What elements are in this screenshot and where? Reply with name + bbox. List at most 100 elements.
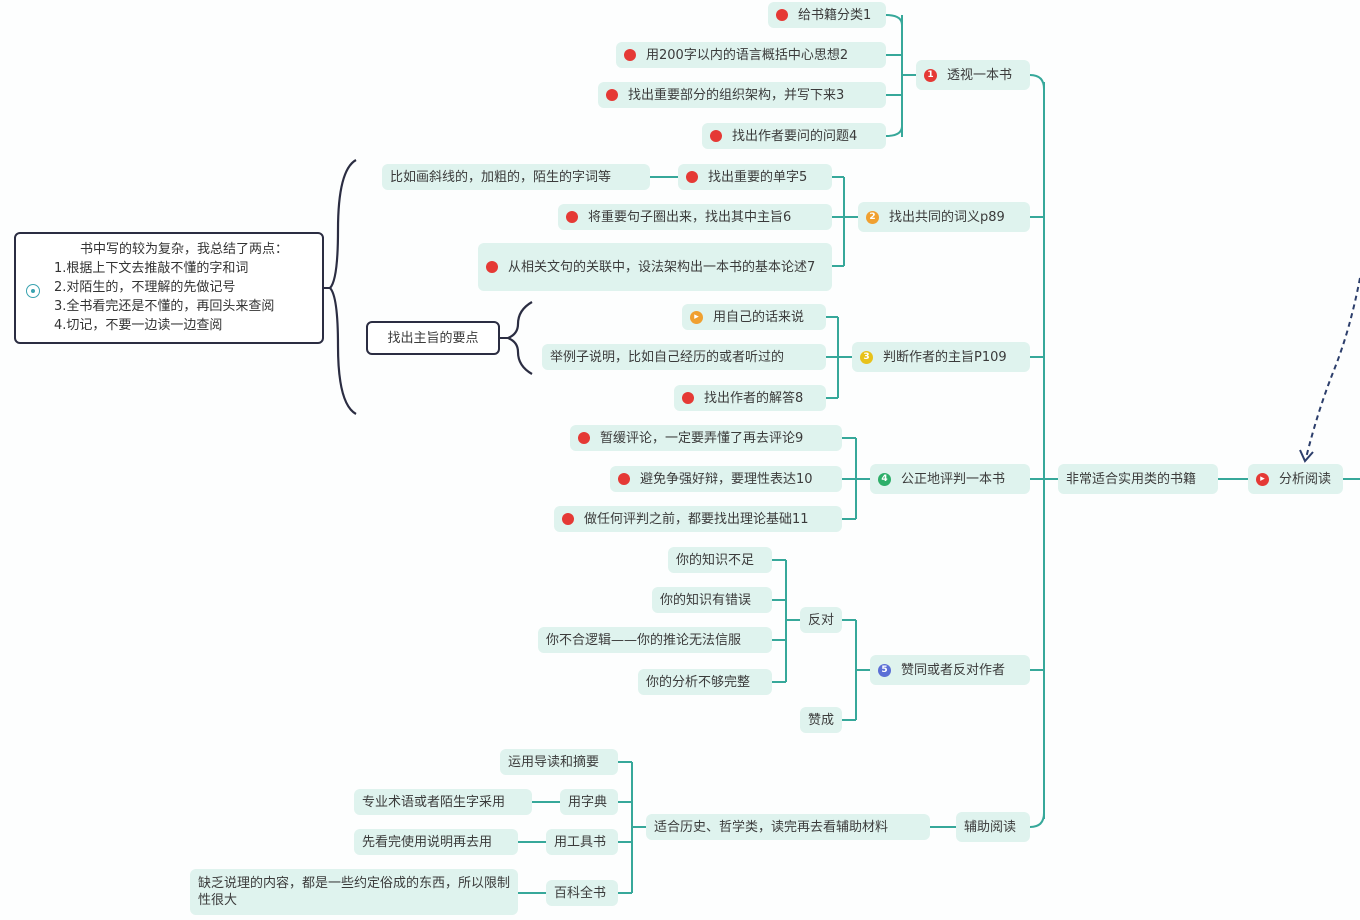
branch-1-label: 透视一本书 bbox=[947, 67, 1013, 83]
branch-2-label: 找出共同的词义p89 bbox=[889, 209, 1005, 225]
leaf-node[interactable]: 用字典 bbox=[560, 789, 618, 815]
leaf-label: 暂缓评论，一定要弄懂了再去评论9 bbox=[600, 430, 804, 446]
leaf-node[interactable]: 用工具书 bbox=[546, 829, 618, 855]
leaf-node[interactable]: 举例子说明，比如自己经历的或者听过的 bbox=[542, 344, 826, 370]
hub-label: 非常适合实用类的书籍 bbox=[1066, 471, 1197, 487]
note-bullet-icon bbox=[26, 284, 40, 298]
note-node[interactable]: 缺乏说理的内容，都是一些约定俗成的东西，所以限制性很大 bbox=[190, 869, 518, 915]
red-dot-icon bbox=[606, 89, 618, 101]
leaf-node[interactable]: ▸ 用自己的话来说 bbox=[682, 304, 826, 330]
branch-6-node[interactable]: 辅助阅读 bbox=[956, 812, 1030, 842]
red-dot-icon bbox=[776, 9, 788, 21]
leaf-node[interactable]: 你的知识有错误 bbox=[652, 587, 772, 613]
red-dot-icon bbox=[578, 432, 590, 444]
note-line: 书中写的较为复杂，我总结了两点： bbox=[80, 242, 289, 257]
number-3-icon: 3 bbox=[860, 350, 873, 364]
branch-3-label: 判断作者的主旨P109 bbox=[883, 349, 1007, 365]
branch-6-label: 辅助阅读 bbox=[964, 819, 1017, 835]
leaf-node[interactable]: 找出作者的解答8 bbox=[674, 385, 826, 411]
oppose-label: 反对 bbox=[808, 612, 835, 628]
leaf-label: 你的分析不够完整 bbox=[646, 674, 751, 690]
leaf-node[interactable]: 做任何评判之前，都要找出理论基础11 bbox=[554, 506, 842, 532]
leaf-node[interactable]: 你的知识不足 bbox=[668, 547, 772, 573]
leaf-node[interactable]: 你的分析不够完整 bbox=[638, 669, 772, 695]
leaf-label: 百科全书 bbox=[554, 885, 607, 901]
hub-node[interactable]: 非常适合实用类的书籍 bbox=[1058, 464, 1218, 494]
flag-icon: ▸ bbox=[690, 310, 703, 324]
branch-4-label: 公正地评判一本书 bbox=[901, 471, 1006, 487]
leaf-label: 做任何评判之前，都要找出理论基础11 bbox=[584, 511, 809, 527]
leaf-label: 避免争强好辩，要理性表达10 bbox=[640, 471, 813, 487]
leaf-label: 运用导读和摘要 bbox=[508, 754, 600, 770]
red-dot-icon bbox=[682, 392, 694, 404]
leaf-node[interactable]: 避免争强好辩，要理性表达10 bbox=[610, 466, 842, 492]
red-dot-icon bbox=[486, 261, 498, 273]
key-points-label: 找出主旨的要点 bbox=[387, 330, 479, 346]
leaf-label: 找出作者要问的问题4 bbox=[732, 128, 858, 144]
note-label: 专业术语或者陌生字采用 bbox=[362, 794, 506, 810]
branch-4-node[interactable]: 4 公正地评判一本书 bbox=[870, 464, 1030, 494]
leaf-label: 你不合逻辑——你的推论无法信服 bbox=[546, 632, 742, 648]
summary-note[interactable]: 书中写的较为复杂，我总结了两点： 1.根据上下文去推敲不懂的字和词 2.对陌生的… bbox=[14, 232, 324, 344]
agree-label: 赞成 bbox=[808, 712, 835, 728]
oppose-node[interactable]: 反对 bbox=[800, 607, 842, 633]
leaf-node[interactable]: 从相关文句的关联中，设法架构出一本书的基本论述7 bbox=[478, 243, 832, 291]
root-label: 分析阅读 bbox=[1279, 471, 1332, 487]
red-dot-icon bbox=[562, 513, 574, 525]
red-dot-icon bbox=[566, 211, 578, 223]
red-dot-icon bbox=[618, 473, 630, 485]
red-dot-icon bbox=[686, 171, 698, 183]
leaf-label: 用字典 bbox=[568, 794, 608, 810]
key-points-node[interactable]: 找出主旨的要点 bbox=[366, 321, 500, 355]
number-5-icon: 5 bbox=[878, 663, 891, 677]
note-line: 3.全书看完还是不懂的，再回头来查阅 bbox=[54, 299, 275, 314]
leaf-node[interactable]: 将重要句子圈出来，找出其中主旨6 bbox=[558, 204, 832, 230]
leaf-node[interactable]: 百科全书 bbox=[546, 880, 618, 906]
leaf-label: 给书籍分类1 bbox=[798, 7, 872, 23]
root-marker-icon: ▸ bbox=[1256, 472, 1269, 486]
note-line: 2.对陌生的，不理解的先做记号 bbox=[54, 280, 236, 295]
branch-2-node[interactable]: 2 找出共同的词义p89 bbox=[858, 202, 1030, 232]
leaf-label: 找出作者的解答8 bbox=[704, 390, 804, 406]
leaf-node[interactable]: 运用导读和摘要 bbox=[500, 749, 618, 775]
leaf-label: 将重要句子圈出来，找出其中主旨6 bbox=[588, 209, 792, 225]
note-label: 先看完使用说明再去用 bbox=[362, 834, 493, 850]
root-node[interactable]: ▸ 分析阅读 bbox=[1248, 464, 1343, 494]
note-node[interactable]: 专业术语或者陌生字采用 bbox=[354, 789, 532, 815]
leaf-node[interactable]: 找出重要部分的组织架构，并写下来3 bbox=[598, 82, 886, 108]
branch-5-label: 赞同或者反对作者 bbox=[901, 662, 1006, 678]
mid-label: 适合历史、哲学类，读完再去看辅助材料 bbox=[654, 819, 889, 835]
red-dot-icon bbox=[624, 49, 636, 61]
leaf-node[interactable]: 你不合逻辑——你的推论无法信服 bbox=[538, 627, 772, 653]
leaf-label: 举例子说明，比如自己经历的或者听过的 bbox=[550, 349, 785, 365]
red-dot-icon bbox=[710, 130, 722, 142]
leaf-node[interactable]: 用200字以内的语言概括中心思想2 bbox=[616, 42, 886, 68]
leaf-label: 找出重要的单字5 bbox=[708, 169, 808, 185]
leaf-label: 用工具书 bbox=[554, 834, 607, 850]
leaf-node[interactable]: 给书籍分类1 bbox=[768, 2, 886, 28]
note-lines: 书中写的较为复杂，我总结了两点： 1.根据上下文去推敲不懂的字和词 2.对陌生的… bbox=[54, 240, 288, 335]
number-2-icon: 2 bbox=[866, 210, 879, 224]
branch-5-node[interactable]: 5 赞同或者反对作者 bbox=[870, 655, 1030, 685]
note-line: 1.根据上下文去推敲不懂的字和词 bbox=[54, 261, 249, 276]
leaf-label: 用自己的话来说 bbox=[713, 309, 805, 325]
mid-node[interactable]: 适合历史、哲学类，读完再去看辅助材料 bbox=[646, 814, 930, 840]
leaf-label: 你的知识有错误 bbox=[660, 592, 752, 608]
leaf-node[interactable]: 找出作者要问的问题4 bbox=[702, 123, 886, 149]
note-node[interactable]: 先看完使用说明再去用 bbox=[354, 829, 518, 855]
note-line: 4.切记，不要一边读一边查阅 bbox=[54, 318, 223, 333]
leaf-label: 你的知识不足 bbox=[676, 552, 755, 568]
leaf-label: 找出重要部分的组织架构，并写下来3 bbox=[628, 87, 845, 103]
leaf-label: 从相关文句的关联中，设法架构出一本书的基本论述7 bbox=[508, 259, 816, 275]
number-4-icon: 4 bbox=[878, 472, 891, 486]
agree-node[interactable]: 赞成 bbox=[800, 707, 842, 733]
sub-note-label: 比如画斜线的，加粗的，陌生的字词等 bbox=[390, 169, 612, 185]
sub-note-node[interactable]: 比如画斜线的，加粗的，陌生的字词等 bbox=[382, 164, 650, 190]
leaf-node[interactable]: 找出重要的单字5 bbox=[678, 164, 832, 190]
branch-1-node[interactable]: 1 透视一本书 bbox=[916, 60, 1030, 90]
note-label: 缺乏说理的内容，都是一些约定俗成的东西，所以限制性很大 bbox=[198, 876, 511, 908]
branch-3-node[interactable]: 3 判断作者的主旨P109 bbox=[852, 342, 1030, 372]
leaf-node[interactable]: 暂缓评论，一定要弄懂了再去评论9 bbox=[570, 425, 842, 451]
